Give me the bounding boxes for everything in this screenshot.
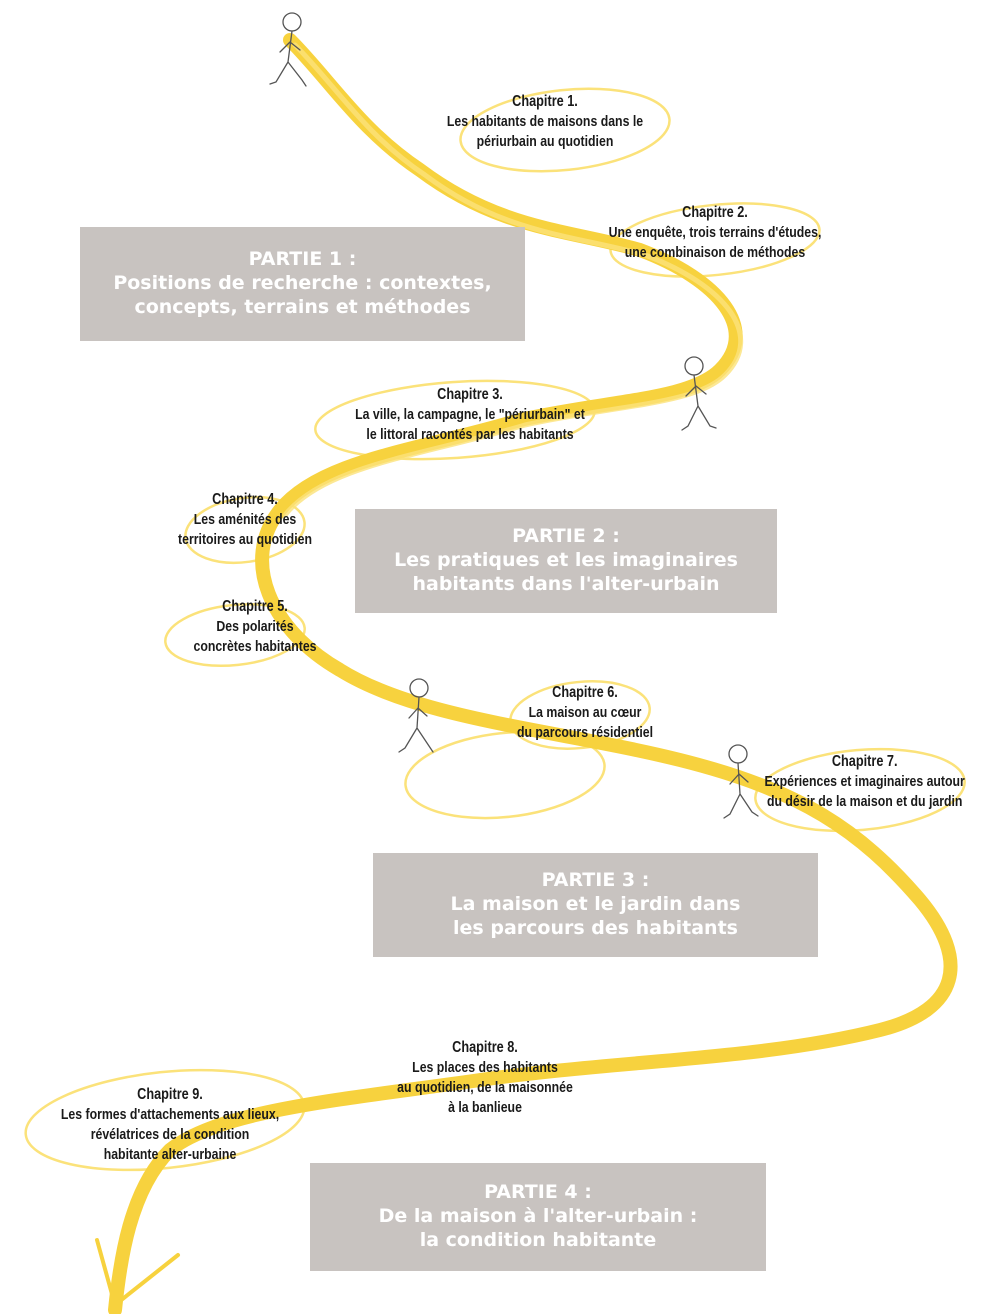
- chapter-9-line-2: révélatrices de la condition: [90, 1126, 250, 1143]
- chapter-2-line-1: Une enquête, trois terrains d'études,: [608, 224, 822, 241]
- chapter-5-label: Chapitre 5. Des polarités concrètes habi…: [165, 597, 345, 657]
- part-1-title: PARTIE 1 :: [248, 248, 357, 271]
- part-1-line-2: concepts, terrains et méthodes: [134, 295, 471, 318]
- chapter-5-loop: [164, 603, 306, 667]
- part-3-box: PARTIE 3 : La maison et le jardin dans l…: [373, 853, 818, 957]
- arrow-head-icon: [95, 1238, 180, 1309]
- chapter-8-line-2: au quotidien, de la maisonnée: [397, 1079, 573, 1096]
- chapter-4-line-2: territoires au quotidien: [178, 531, 312, 548]
- chapter-3-line-1: La ville, la campagne, le "périurbain" e…: [355, 406, 585, 423]
- chapter-1-loop: [459, 87, 671, 173]
- part-2-line-1: Les pratiques et les imaginaires: [394, 549, 738, 572]
- chapter-1-line-2: périurbain au quotidien: [476, 133, 614, 150]
- walking-figure-icon: [398, 678, 434, 753]
- chapter-3-title: Chapitre 3.: [437, 386, 503, 403]
- chapter-2-title: Chapitre 2.: [682, 204, 748, 221]
- chapter-5-line-1: Des polarités: [216, 618, 294, 635]
- chapter-3-line-2: le littoral racontés par les habitants: [366, 426, 574, 443]
- chapter-3-label: Chapitre 3. La ville, la campagne, le "p…: [318, 385, 621, 445]
- ribbon-highlight: [282, 42, 744, 518]
- chapter-5-title: Chapitre 5.: [222, 598, 288, 615]
- chapter-8-line-3: à la banlieue: [448, 1099, 522, 1116]
- chapter-1-line-1: Les habitants de maisons dans le: [446, 113, 644, 130]
- chapter-9-line-3: habitante alter-urbaine: [103, 1146, 237, 1163]
- chapter-9-title: Chapitre 9.: [137, 1086, 203, 1103]
- walking-figure-icon: [269, 12, 307, 87]
- walking-figure-icon: [681, 356, 717, 431]
- chapter-8-title: Chapitre 8.: [452, 1039, 518, 1056]
- chapter-6-label: Chapitre 6. La maison au cœur du parcour…: [487, 683, 684, 743]
- part-3-line-2: les parcours des habitants: [453, 916, 738, 939]
- chapter-1-title: Chapitre 1.: [512, 93, 578, 110]
- chapter-7-title: Chapitre 7.: [831, 753, 898, 770]
- chapter-9-line-1: Les formes d'attachements aux lieux,: [60, 1106, 280, 1123]
- chapter-2-line-2: une combinaison de méthodes: [624, 244, 806, 261]
- chapter-6-title: Chapitre 6.: [552, 684, 618, 701]
- chapter-4-title: Chapitre 4.: [212, 491, 278, 508]
- chapter-8-line-1: Les places des habitants: [412, 1059, 558, 1076]
- chapter-6-line-2: du parcours résidentiel: [516, 724, 654, 741]
- part-3-title: PARTIE 3 :: [541, 869, 650, 892]
- part-4-box: PARTIE 4 : De la maison à l'alter-urbain…: [310, 1163, 766, 1271]
- chapter-8-label: Chapitre 8. Les places des habitants au …: [366, 1038, 604, 1118]
- chapter-8-loop: [404, 730, 606, 820]
- chapter-7-label: Chapitre 7. Expériences et imaginaires a…: [729, 752, 987, 812]
- chapter-6-line-1: La maison au cœur: [528, 704, 642, 721]
- chapter-2-loop: [609, 202, 821, 278]
- chapter-2-label: Chapitre 2. Une enquête, trois terrains …: [576, 203, 855, 263]
- chapter-7-loop: [754, 747, 966, 833]
- part-1-box: PARTIE 1 : Positions de recherche : cont…: [80, 227, 525, 341]
- chapter-1-label: Chapitre 1. Les habitants de maisons dan…: [422, 92, 668, 152]
- chapter-7-line-1: Expériences et imaginaires autour: [764, 773, 965, 790]
- chapter-5-line-2: concrètes habitantes: [193, 638, 317, 655]
- part-2-box: PARTIE 2 : Les pratiques et les imaginai…: [355, 509, 777, 613]
- part-4-line-1: De la maison à l'alter-urbain :: [378, 1205, 698, 1228]
- chapter-4-loop: [184, 495, 306, 565]
- part-2-line-2: habitants dans l'alter-urbain: [412, 572, 720, 595]
- chapter-9-label: Chapitre 9. Les formes d'attachements au…: [31, 1085, 310, 1165]
- part-1-line-1: Positions de recherche : contextes,: [113, 272, 492, 295]
- walking-figure-icon: [723, 744, 759, 819]
- chapter-4-line-1: Les aménités des: [193, 511, 297, 528]
- part-2-title: PARTIE 2 :: [512, 525, 620, 548]
- chapter-4-label: Chapitre 4. Les aménités des territoires…: [147, 490, 344, 550]
- part-4-title: PARTIE 4 :: [484, 1181, 592, 1204]
- part-4-line-2: la condition habitante: [419, 1228, 657, 1251]
- chapter-7-line-2: du désir de la maison et du jardin: [766, 793, 963, 810]
- part-3-line-1: La maison et le jardin dans: [450, 893, 741, 916]
